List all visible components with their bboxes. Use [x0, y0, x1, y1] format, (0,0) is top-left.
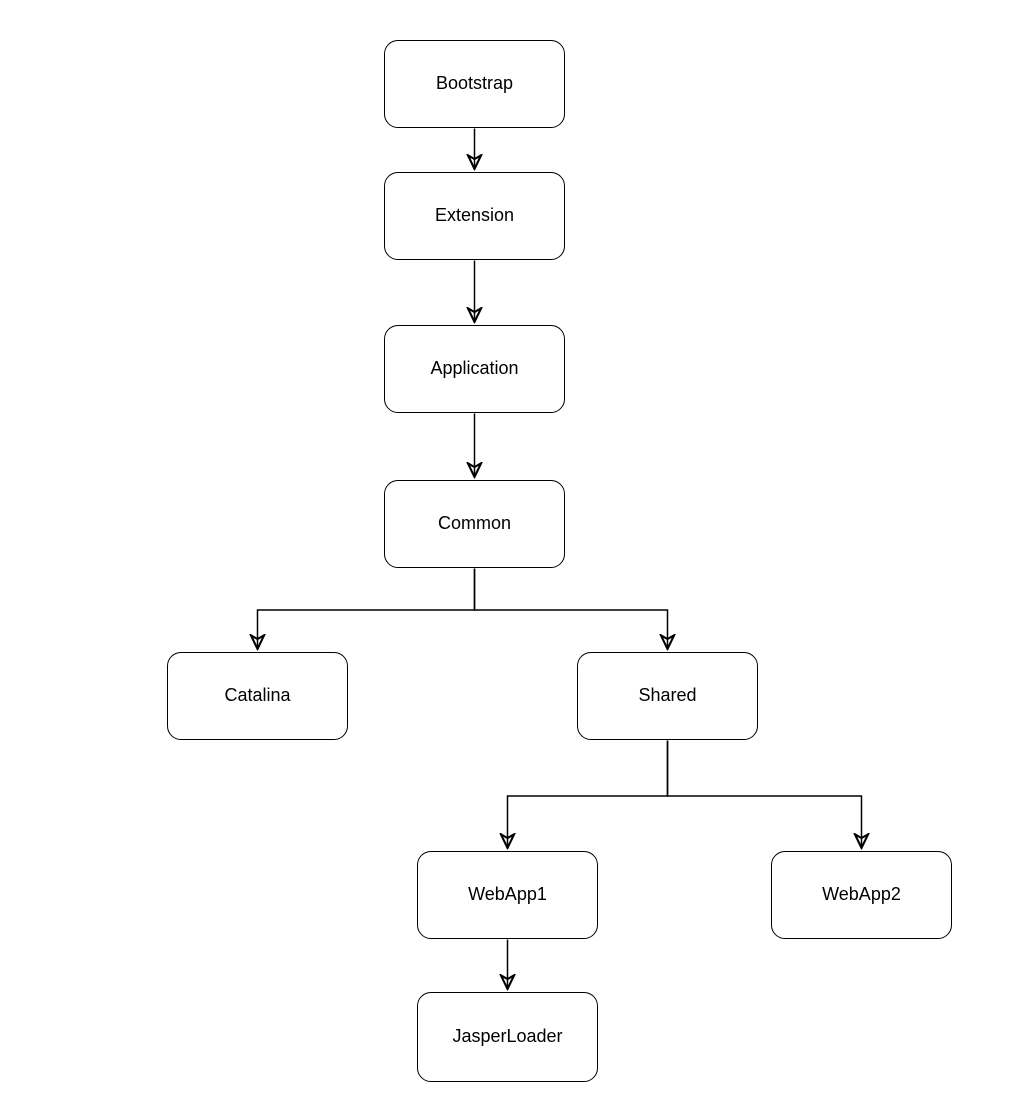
- node-common-label: Common: [437, 513, 512, 534]
- node-shared-label: Shared: [638, 685, 697, 706]
- node-jasperloader-label: JasperLoader: [452, 1026, 563, 1047]
- edge-common-shared: [473, 568, 668, 650]
- node-catalina: Catalina: [167, 652, 348, 740]
- node-application: Application: [384, 325, 565, 413]
- edge-shared-webapp2: [666, 740, 862, 849]
- node-bootstrap-label: Bootstrap: [435, 73, 514, 94]
- node-extension: Extension: [384, 172, 565, 260]
- node-catalina-label: Catalina: [224, 685, 291, 706]
- node-webapp2-label: WebApp2: [822, 884, 901, 905]
- node-extension-label: Extension: [434, 205, 515, 226]
- node-webapp1-label: WebApp1: [468, 884, 547, 905]
- node-common: Common: [384, 480, 565, 568]
- edge-shared-webapp1: [508, 740, 669, 849]
- node-webapp2: WebApp2: [771, 851, 952, 939]
- edge-common-catalina: [258, 568, 476, 650]
- node-jasperloader: JasperLoader: [417, 992, 598, 1082]
- node-webapp1: WebApp1: [417, 851, 598, 939]
- node-application-label: Application: [430, 358, 519, 379]
- node-shared: Shared: [577, 652, 758, 740]
- node-bootstrap: Bootstrap: [384, 40, 565, 128]
